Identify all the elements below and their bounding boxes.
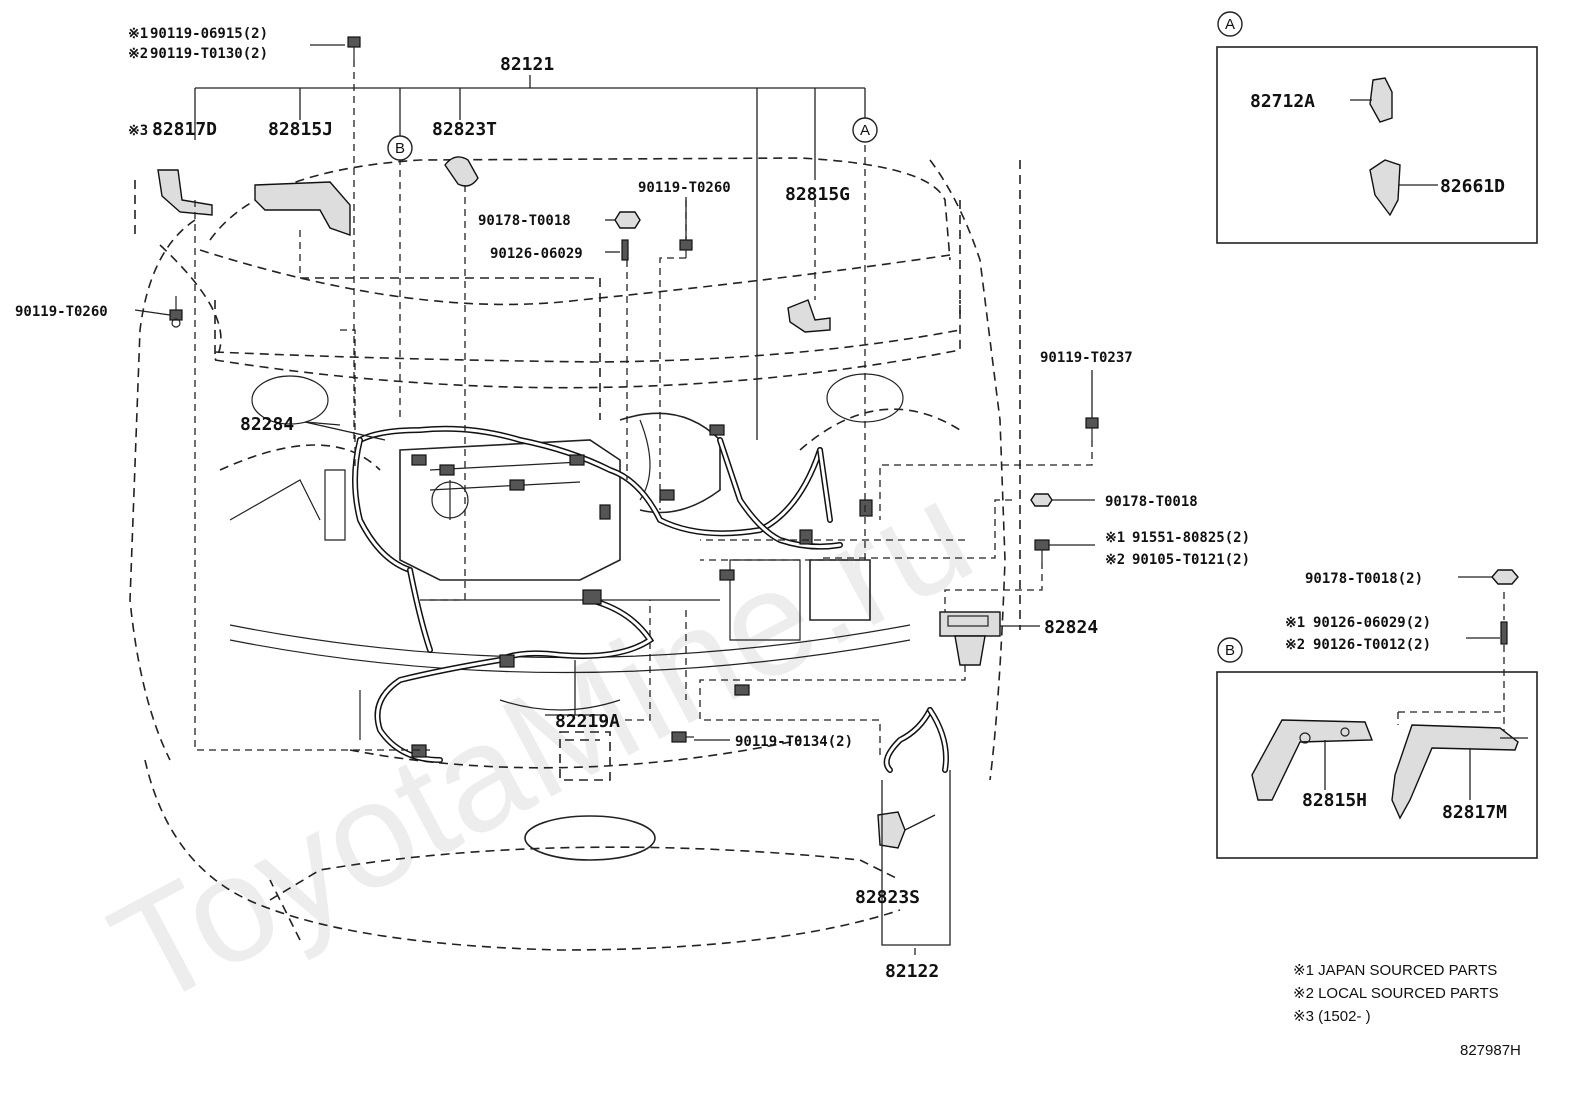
bolt-icon bbox=[1085, 417, 1099, 440]
bracket-82817m-part bbox=[1391, 724, 1519, 820]
note1-marker: ※1 bbox=[1105, 530, 1125, 546]
drawing-number: 827987H bbox=[1460, 1042, 1521, 1059]
bolt-icon bbox=[347, 36, 361, 60]
bracket-82815g-part bbox=[787, 299, 831, 333]
label-90119-t0237: 90119-T0237 bbox=[1040, 350, 1133, 366]
note1-marker: ※1 bbox=[128, 26, 148, 42]
label-90126-06029-top: 90126-06029 bbox=[490, 246, 583, 262]
clip-82712a-part bbox=[1369, 77, 1393, 123]
label-90126-t0012: 90126-T0012(2) bbox=[1313, 637, 1431, 653]
label-91551-80825: 91551-80825(2) bbox=[1132, 530, 1250, 546]
label-90119-06915: 90119-06915(2) bbox=[150, 26, 268, 42]
bracket-82815j-part bbox=[254, 181, 351, 236]
bolt-icon bbox=[169, 296, 183, 328]
note2-marker: ※2 bbox=[1105, 552, 1125, 568]
detail-a-marker bbox=[852, 117, 878, 143]
bracket-82817d-part bbox=[157, 169, 213, 216]
label-82815j: 82815J bbox=[268, 119, 333, 140]
label-90178-t0018-top: 90178-T0018 bbox=[478, 213, 571, 229]
legend-note1: ※1 JAPAN SOURCED PARTS bbox=[1293, 962, 1497, 979]
detail-a-panel: A 82712A 82661D bbox=[1216, 11, 1538, 244]
note3-marker: ※3 bbox=[128, 123, 148, 139]
detail-b-letter: B bbox=[395, 140, 405, 157]
label-82712a: 82712A bbox=[1250, 91, 1315, 112]
label-90119-t0130: 90119-T0130(2) bbox=[150, 46, 268, 62]
relay-block-82824-part bbox=[939, 611, 1001, 666]
nut-icon bbox=[614, 211, 641, 229]
watermark: ToyotaMine.ru bbox=[86, 448, 997, 1039]
label-90126-06029-2: 90126-06029(2) bbox=[1313, 615, 1431, 631]
label-82823t: 82823T bbox=[432, 119, 497, 140]
label-82815h: 82815H bbox=[1302, 790, 1367, 811]
bolt-icon bbox=[1034, 539, 1050, 562]
label-82219a: 82219A bbox=[555, 711, 620, 732]
label-82121: 82121 bbox=[500, 54, 554, 75]
detail-b-marker bbox=[387, 135, 413, 161]
leader-lines bbox=[134, 44, 1095, 955]
legend-note2: ※2 LOCAL SOURCED PARTS bbox=[1293, 985, 1499, 1002]
label-82815g: 82815G bbox=[785, 184, 850, 205]
cover-82823t-part bbox=[444, 156, 479, 187]
note1-marker: ※1 bbox=[1285, 615, 1305, 631]
nut-icon bbox=[1491, 569, 1519, 585]
label-90105-t0121: 90105-T0121(2) bbox=[1132, 552, 1250, 568]
detail-b-title: B bbox=[1225, 642, 1235, 659]
detail-b-fasteners: 90178-T0018(2) ※1 90126-06029(2) ※2 9012… bbox=[1285, 569, 1519, 750]
detail-b-panel: B 82815H 82817M bbox=[1216, 637, 1538, 859]
bracket-82815h-part bbox=[1251, 719, 1374, 801]
label-90119-t0134: 90119-T0134(2) bbox=[735, 734, 853, 750]
stud-icon bbox=[621, 239, 629, 261]
nut-icon bbox=[1030, 493, 1053, 507]
detail-a-letter: A bbox=[860, 122, 870, 139]
legend-note3: ※3 (1502- ) bbox=[1293, 1008, 1371, 1025]
bolt-icon bbox=[671, 731, 694, 743]
label-82122: 82122 bbox=[885, 961, 939, 982]
label-90119-t0260-left: 90119-T0260 bbox=[15, 304, 108, 320]
label-82661d: 82661D bbox=[1440, 176, 1505, 197]
label-82817d: 82817D bbox=[152, 119, 217, 140]
wire-harness bbox=[352, 424, 949, 773]
label-90178-t0018-2: 90178-T0018(2) bbox=[1305, 571, 1423, 587]
note2-marker: ※2 bbox=[128, 46, 148, 62]
callout-labels: ※1 90119-06915(2) ※2 90119-T0130(2) 8212… bbox=[15, 26, 1250, 982]
grommet-82823s-part bbox=[877, 811, 906, 849]
label-90178-t0018-right: 90178-T0018 bbox=[1105, 494, 1198, 510]
vehicle-outline bbox=[129, 157, 1021, 951]
label-82817m: 82817M bbox=[1442, 802, 1507, 823]
note2-marker: ※2 bbox=[1285, 637, 1305, 653]
label-82823s: 82823S bbox=[855, 887, 920, 908]
clamp-82661d-part bbox=[1369, 159, 1401, 217]
legend: ※1 JAPAN SOURCED PARTS ※2 LOCAL SOURCED … bbox=[1293, 962, 1521, 1059]
detail-a-title: A bbox=[1225, 16, 1235, 33]
bolt-icon bbox=[679, 239, 693, 258]
label-90119-t0260-top: 90119-T0260 bbox=[638, 180, 731, 196]
label-82284: 82284 bbox=[240, 414, 294, 435]
label-82824: 82824 bbox=[1044, 617, 1098, 638]
stud-icon bbox=[1500, 621, 1508, 645]
engine-bay bbox=[229, 373, 911, 740]
